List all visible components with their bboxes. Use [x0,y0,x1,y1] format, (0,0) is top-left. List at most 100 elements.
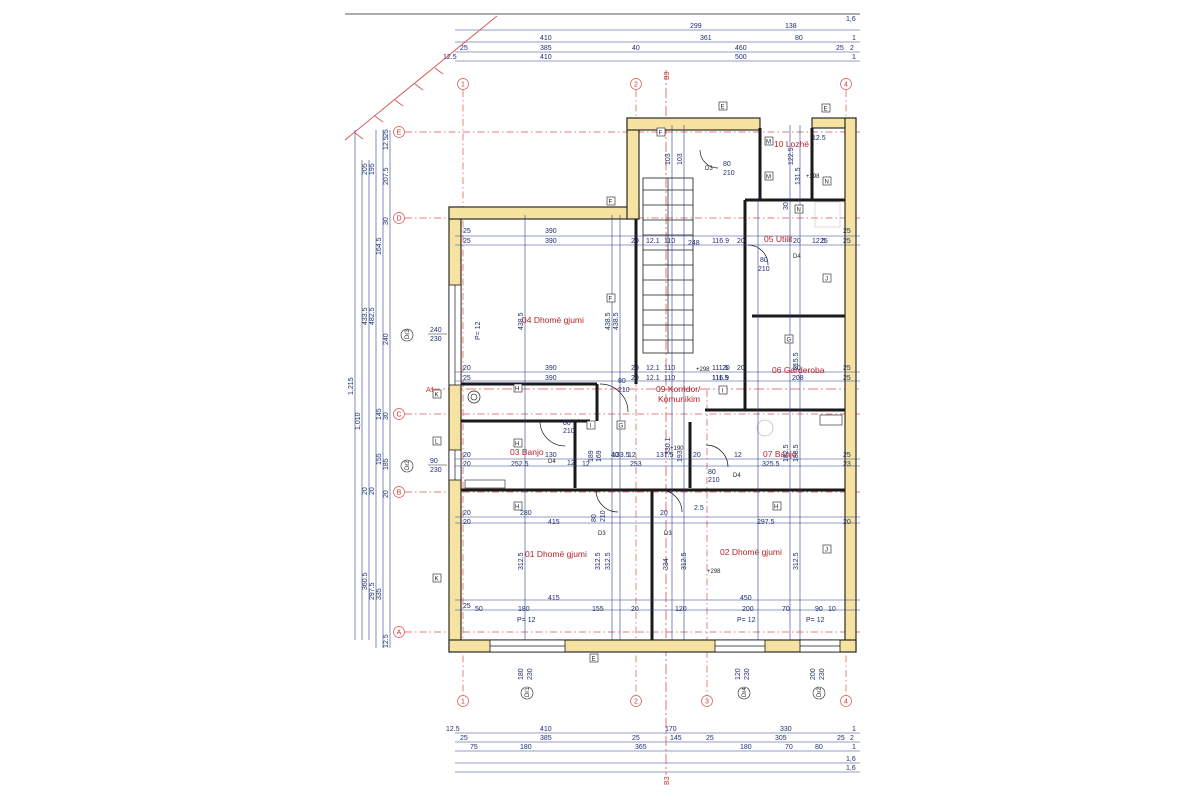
dim-r03-15: 12 [628,452,636,459]
dim-cor-11: 20 [737,365,745,372]
dim-r07-10: 193 [677,450,684,462]
dim-left-c3: 155 [376,453,383,465]
dim-left-second: 1,010 [355,412,362,430]
dim-r03-14: 137.5 [656,452,674,459]
dim-bot-5: 1,6 [846,765,856,772]
dim-r01-16: 210 [600,510,607,522]
room-label-01: 01 Dhomë gjumi [525,549,587,559]
dim-bot-3d: 180 [740,744,752,751]
dim-r02-7: 200 [742,606,754,613]
dim-left-b1: 195 [369,163,376,175]
dim-left-d2: 12.5 [383,136,390,150]
dim-bot-3g: 1 [852,744,856,751]
tag-m2: M [766,175,771,181]
axis-top-2: 2 [634,82,638,89]
dim-r04-5: 20 [463,365,471,372]
dim-r10-2: 122.5 [788,147,795,165]
bottom-dimension-chains: 12.5 410 170 330 1 25 385 25 145 25 305 … [446,726,860,773]
dim-top-4d: 1 [852,54,856,61]
dim-r01-13: 312.5 [605,552,612,570]
dim-top-2a: 410 [540,35,552,42]
axis-bottom-2: 2 [634,699,638,706]
axis-grid: 1 2 4 B3 B3 A1 1 2 3 4 E D C B A [393,70,860,785]
axis-left-a: A [397,630,402,637]
dim-bot-2e: 25 [706,735,714,742]
code-d3-b: D3 [664,531,672,537]
dim-left-d4: 30 [383,217,390,225]
dim-stair-2: 110 [664,238,675,245]
dim-stair-5: 110 [664,375,675,382]
room-label-02: 02 Dhomë gjumi [720,547,782,557]
level-r03: +190 [670,446,684,452]
dim-r02-14: P= 12 [737,617,756,624]
dim-top-2c: 80 [795,35,803,42]
dim-cor-9: 210 [618,387,630,394]
dim-r05-4: 80 [760,257,768,264]
dim-left-b3: 20 [369,487,376,495]
dim-left-d8: 20 [383,490,390,498]
dim-top-2d: 1 [852,35,856,42]
dim-r07-2: 80 [708,469,716,476]
dim-r03-10: 12 [582,461,590,468]
dim-r10-3: 131.5 [795,167,802,185]
dim-left-d1: 25 [383,129,390,137]
dim-bot-3c: 365 [635,744,647,751]
dim-r04-4: 390 [545,238,557,245]
room-label-03: 03 Banjo [510,447,544,457]
code-dr1: Dr1 [525,687,531,697]
dim-r01-14: P= 12 [517,617,536,624]
dim-bot-2a: 25 [460,735,468,742]
code-dr3: Dr3 [405,329,411,339]
dim-left-d5: 240 [383,333,390,345]
dim-left-c4: 335 [376,588,383,600]
dim-top-3d: 460 [735,45,747,52]
tag-l1: L [435,440,439,446]
dim-bot-4: 1,6 [846,756,856,763]
dim-r07-7: 20 [693,452,701,459]
dim-left-c2: 145 [376,408,383,420]
code-d4-a: D4 [548,459,556,465]
dim-r07-1: 325.5 [762,461,780,468]
room-label-10: 10 Lozhë [774,139,809,149]
dim-r05-11: 25 [820,238,828,245]
win-bot1-h: 230 [527,668,534,680]
dim-r03-13: 133.5 [612,452,630,459]
tag-h1: H [515,387,519,393]
dim-r01-5: 415 [548,595,560,602]
dim-r01-15: 80 [591,514,598,522]
dim-r02-10: 10 [828,606,836,613]
dim-bot-2f: 305 [775,735,787,742]
dim-r01-7: 50 [475,606,483,613]
dim-r03-4: 130 [545,452,557,459]
dim-r02-4: 20 [843,519,851,526]
dim-stair-4: 12.1 [646,375,660,382]
dim-r03-8: 189 [588,450,595,462]
dim-top-4c: 500 [735,54,747,61]
dim-r04-6: 390 [545,365,557,372]
tag-n1: N [825,180,829,186]
room-label-09b: Komunikim [658,394,700,404]
axis-bottom-4: 4 [844,699,848,706]
dim-top-3f: 2 [850,45,854,52]
dim-stair-3: 116.9 [712,238,729,245]
dim-left-d3: 207.5 [383,167,390,185]
dim-r04-10: 438.5 [605,312,612,330]
dim-r05-5: 210 [758,266,770,273]
code-dr2-bot: Dr2 [817,687,823,697]
dim-top-4a: 12.5 [443,54,457,61]
dim-bot-2b: 385 [540,735,552,742]
dim-left-d6: 30 [383,412,390,420]
dim-r01-2: 280 [520,510,532,517]
dim-r02-11: 312.5 [681,552,688,570]
dim-r07-3: 210 [708,477,720,484]
axis-left-b: B [397,490,402,497]
dim-cor-4: 110 [664,365,675,372]
dim-bot-3f: 80 [815,744,823,751]
exterior-walls [448,117,857,653]
room-label-05: 05 Utilit [764,234,793,244]
dim-r04-7: 25 [463,375,471,382]
dim-r05-8: 208 [792,375,804,382]
dim-r02-15: P= 12 [806,617,825,624]
room-label-04: 04 Dhomë gjumi [522,315,584,325]
dim-r10-4: 30 [783,202,790,210]
